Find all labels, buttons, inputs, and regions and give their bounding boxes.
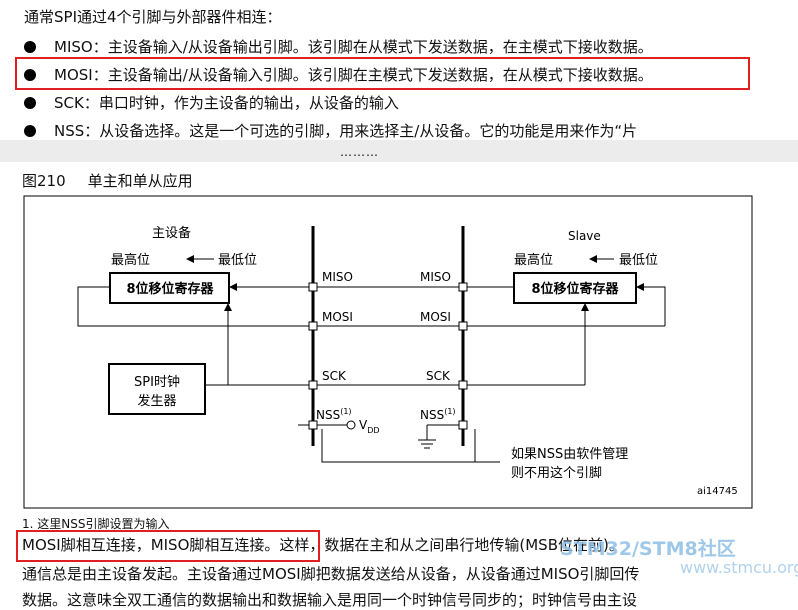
master-msb-label: 最高位 — [111, 252, 150, 268]
bullet-text: ：串口时钟，作为主设备的输出，从设备的输入 — [83, 94, 399, 112]
slave-nss-pin — [458, 420, 468, 430]
vdd-terminal-icon — [346, 420, 356, 430]
slave-loop-arrow-icon — [636, 283, 644, 291]
para-line-1: MOSI脚相互连接，MISO脚相互连接。这样，数据在主和从之间串行地传输(MSB… — [22, 534, 624, 555]
master-sck-pin — [308, 380, 318, 390]
slave-register-label: 8位移位寄存器 — [531, 281, 619, 297]
slave-arrow-head-icon — [589, 255, 597, 263]
master-nss-pin — [308, 420, 318, 430]
bullet-text: ：主设备输入/从设备输出引脚。该引脚在从模式下发送数据，在主模式下接收数据。 — [92, 38, 653, 56]
para-rest: 这样，数据在主和从之间串行地传输(MSB位在前)。 — [279, 536, 624, 554]
figure-ref: ai14745 — [697, 486, 738, 497]
figure-caption: 图210 单主和单从应用 — [22, 170, 193, 191]
figure-title: 单主和单从应用 — [87, 172, 193, 190]
vdd-label: VDD — [359, 418, 380, 435]
bullet-dot-icon — [24, 125, 36, 137]
nss-note-line2: 则不用这个引脚 — [511, 465, 602, 481]
master-lsb-label: 最低位 — [218, 253, 257, 268]
master-miso-pin — [308, 282, 318, 292]
master-shift-register — [109, 272, 230, 304]
watermark: STM32/STM8社区 — [560, 538, 736, 560]
figure-frame — [23, 195, 753, 509]
para-line-2: 通信总是由主设备发起。主设备通过MOSI脚把数据发送给从设备，从设备通过MISO… — [22, 565, 640, 583]
nss-text: NSS — [420, 408, 444, 422]
miso-arrow-icon — [229, 283, 237, 291]
bullet-mosi: MOSI：主设备输出/从设备输入引脚。该引脚在主模式下发送数据，在从模式下接收数… — [24, 64, 653, 85]
slave-mosi-label: MOSI — [420, 310, 451, 324]
slave-miso-label: MISO — [420, 270, 451, 284]
vdd-v: V — [359, 418, 368, 432]
master-label: 主设备 — [152, 225, 191, 241]
clock-generator-label-2: 发生器 — [137, 393, 176, 409]
nss-note-bracket-left — [321, 429, 500, 463]
master-sck-label: SCK — [322, 369, 347, 383]
slave-clock-arrow-icon — [581, 303, 589, 311]
slave-nss-label: NSS(1) — [420, 407, 456, 422]
bullet-nss: NSS：从设备选择。这是一个可选的引脚，用来选择主/从设备。它的功能是用来作为“… — [24, 120, 637, 141]
slave-sck-label: SCK — [426, 369, 451, 383]
slave-loop-line — [636, 286, 666, 326]
master-mosi-label: MOSI — [322, 310, 353, 324]
bullet-label: MOSI — [54, 66, 93, 84]
slave-shift-register — [513, 272, 637, 304]
slave-miso-pin — [458, 282, 468, 292]
slave-label: Slave — [568, 229, 601, 243]
master-mosi-pin — [308, 321, 318, 331]
ellipsis: ……… — [340, 145, 379, 159]
clock-generator-label-1: SPI时钟 — [134, 374, 180, 390]
master-nss-label: NSS(1) — [316, 407, 352, 422]
footnote-mark: (1) — [340, 407, 351, 416]
bullet-label: SCK — [54, 94, 84, 112]
bullet-text: ：从设备选择。这是一个可选的引脚，用来选择主/从设备。它的功能是用来作为“片 — [84, 122, 638, 140]
bullet-label: NSS — [54, 122, 85, 140]
footnote-mark: (1) — [444, 407, 455, 416]
slave-mosi-pin — [458, 321, 468, 331]
slave-sck-pin — [458, 380, 468, 390]
master-clock-arrow-icon — [224, 303, 232, 311]
slave-lsb-label: 最低位 — [619, 253, 658, 268]
watermark-url: www.stmcu.org — [680, 558, 798, 577]
bullet-text: ：主设备输出/从设备输入引脚。该引脚在主模式下发送数据，在从模式下接收数据。 — [92, 66, 653, 84]
spi-diagram: 主设备 最高位 最低位 8位移位寄存器 Slave 最高位 最低位 8位移位寄存… — [23, 195, 753, 509]
bullet-dot-icon — [24, 41, 36, 53]
nss-text: NSS — [316, 408, 340, 422]
para-highlight-text: MOSI脚相互连接，MISO脚相互连接。 — [22, 536, 280, 554]
bullet-sck: SCK：串口时钟，作为主设备的输出，从设备的输入 — [24, 92, 399, 113]
bullet-dot-icon — [24, 69, 36, 81]
bullet-dot-icon — [24, 97, 36, 109]
nss-note-line1: 如果NSS由软件管理 — [511, 446, 628, 462]
clock-generator-box — [108, 363, 206, 415]
bullet-miso: MISO：主设备输入/从设备输出引脚。该引脚在从模式下发送数据，在主模式下接收数… — [24, 36, 653, 57]
master-miso-label: MISO — [322, 270, 353, 284]
vdd-sub: DD — [367, 426, 379, 435]
mosi-highlight-box — [15, 57, 750, 90]
intro-text: 通常SPI通过4个引脚与外部器件相连： — [24, 8, 282, 26]
para-line-3: 数据。这意味全双工通信的数据输出和数据输入是用同一个时钟信号同步的；时钟信号由主… — [22, 591, 638, 609]
master-arrow-head-icon — [186, 255, 194, 263]
para-highlight-box — [16, 530, 320, 562]
page-break-band — [0, 140, 798, 162]
bullet-label: MISO — [54, 38, 93, 56]
slave-msb-label: 最高位 — [514, 252, 553, 268]
figure-number: 图210 — [22, 172, 66, 190]
master-register-label: 8位移位寄存器 — [126, 281, 214, 297]
footnote: 1. 这里NSS引脚设置为输入 — [22, 517, 170, 531]
